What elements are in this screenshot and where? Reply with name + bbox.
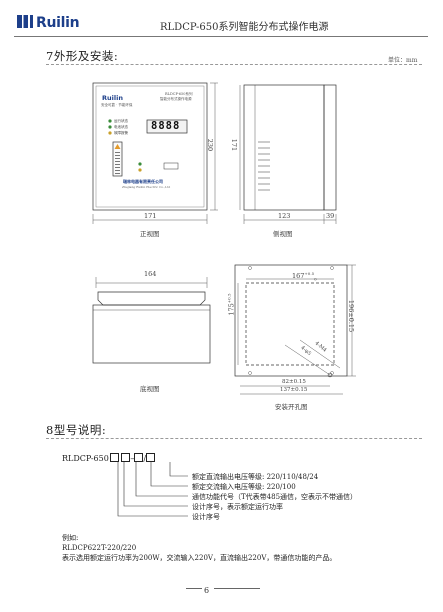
side-view-caption: 侧视图	[273, 230, 293, 238]
mount-bottom2-label: 137±0.15	[280, 387, 308, 393]
mount-width-label: 167+0.50	[292, 271, 317, 282]
section-7-title: 7外形及安装:	[46, 49, 119, 63]
header-divider	[14, 36, 428, 37]
model-leader-lines	[117, 462, 188, 517]
digital-display	[146, 119, 188, 134]
side-height-label: 171	[230, 138, 239, 152]
panel-logo: Ruilin	[102, 94, 123, 102]
section-7-divider	[46, 64, 422, 65]
front-height-label: 230	[206, 138, 215, 152]
mount-bottom1-label: 82±0.15	[282, 379, 306, 385]
front-width-label: 171	[144, 212, 157, 220]
led-label-battery: 电池状态	[114, 125, 128, 129]
front-panel-outline	[92, 82, 208, 211]
company-logo: Ruilin	[17, 15, 80, 31]
warning-triangle-icon	[114, 144, 121, 149]
panel-model-caption: RLDCP-650系列	[165, 92, 193, 96]
model-code: RLDCP-650 –/	[62, 453, 156, 463]
example-text: 表示选用额定运行功率为200W，交流输入220V，直流输出220V，带通信功能的…	[62, 554, 337, 562]
section-8-title: 8型号说明:	[46, 423, 107, 437]
panel-company: 瑞林电器有限责任公司	[123, 179, 163, 184]
header-title: RLDCP-650系列智能分布式操作电源	[160, 22, 329, 33]
bottom-view-drawing	[92, 277, 211, 364]
example-label: 例如:	[62, 534, 79, 542]
section-8-divider	[46, 438, 422, 439]
desc-comm-code: 通信功能代号（T代表带485通信，空表示不带通信）	[192, 493, 358, 501]
display-digits: 8888	[151, 120, 181, 132]
mount-height-label: 175+0.5	[226, 293, 236, 316]
panel-product-caption: 智能分布式操作电源	[160, 97, 192, 101]
logo-mark-icon	[17, 15, 33, 28]
desc-dc-output: 额定直流输出电压等级: 220/110/48/24	[192, 473, 319, 481]
dimension-drawings	[92, 82, 356, 395]
desc-ac-input: 额定交流输入电压等级: 220/100	[192, 483, 296, 491]
led-running	[108, 119, 112, 123]
page-number: 6	[204, 586, 210, 595]
mount-right-label: 196±0.15	[347, 299, 356, 333]
example-model: RLDCP622T-220/220	[62, 544, 137, 552]
led-fault	[108, 131, 112, 135]
led-label-fault: 故障报警	[114, 131, 128, 135]
logo-text: Ruilin	[36, 15, 80, 31]
cutout-outline	[245, 282, 335, 366]
bottom-width-label: 164	[144, 270, 157, 278]
footer-line-left	[186, 588, 202, 589]
mounting-outline	[234, 264, 348, 377]
side-view-drawing	[239, 84, 337, 224]
mounting-view-drawing	[234, 264, 356, 395]
bottom-view-caption: 底视图	[140, 385, 160, 393]
led-label-running: 运行状态	[114, 119, 128, 123]
unit-note: 单位：mm	[388, 57, 418, 64]
mounting-view-caption: 安装开孔图	[275, 403, 308, 411]
footer-line-right	[214, 588, 260, 589]
desc-design-serial: 设计序号	[192, 513, 220, 521]
side-outline	[243, 84, 325, 211]
side-extra-label: 39	[326, 212, 335, 220]
side-depth-label: 123	[278, 212, 291, 220]
led-battery	[108, 125, 112, 129]
front-view-caption: 正视图	[140, 230, 160, 238]
desc-power-rating: 设计序号，表示额定运行功率	[192, 503, 283, 511]
